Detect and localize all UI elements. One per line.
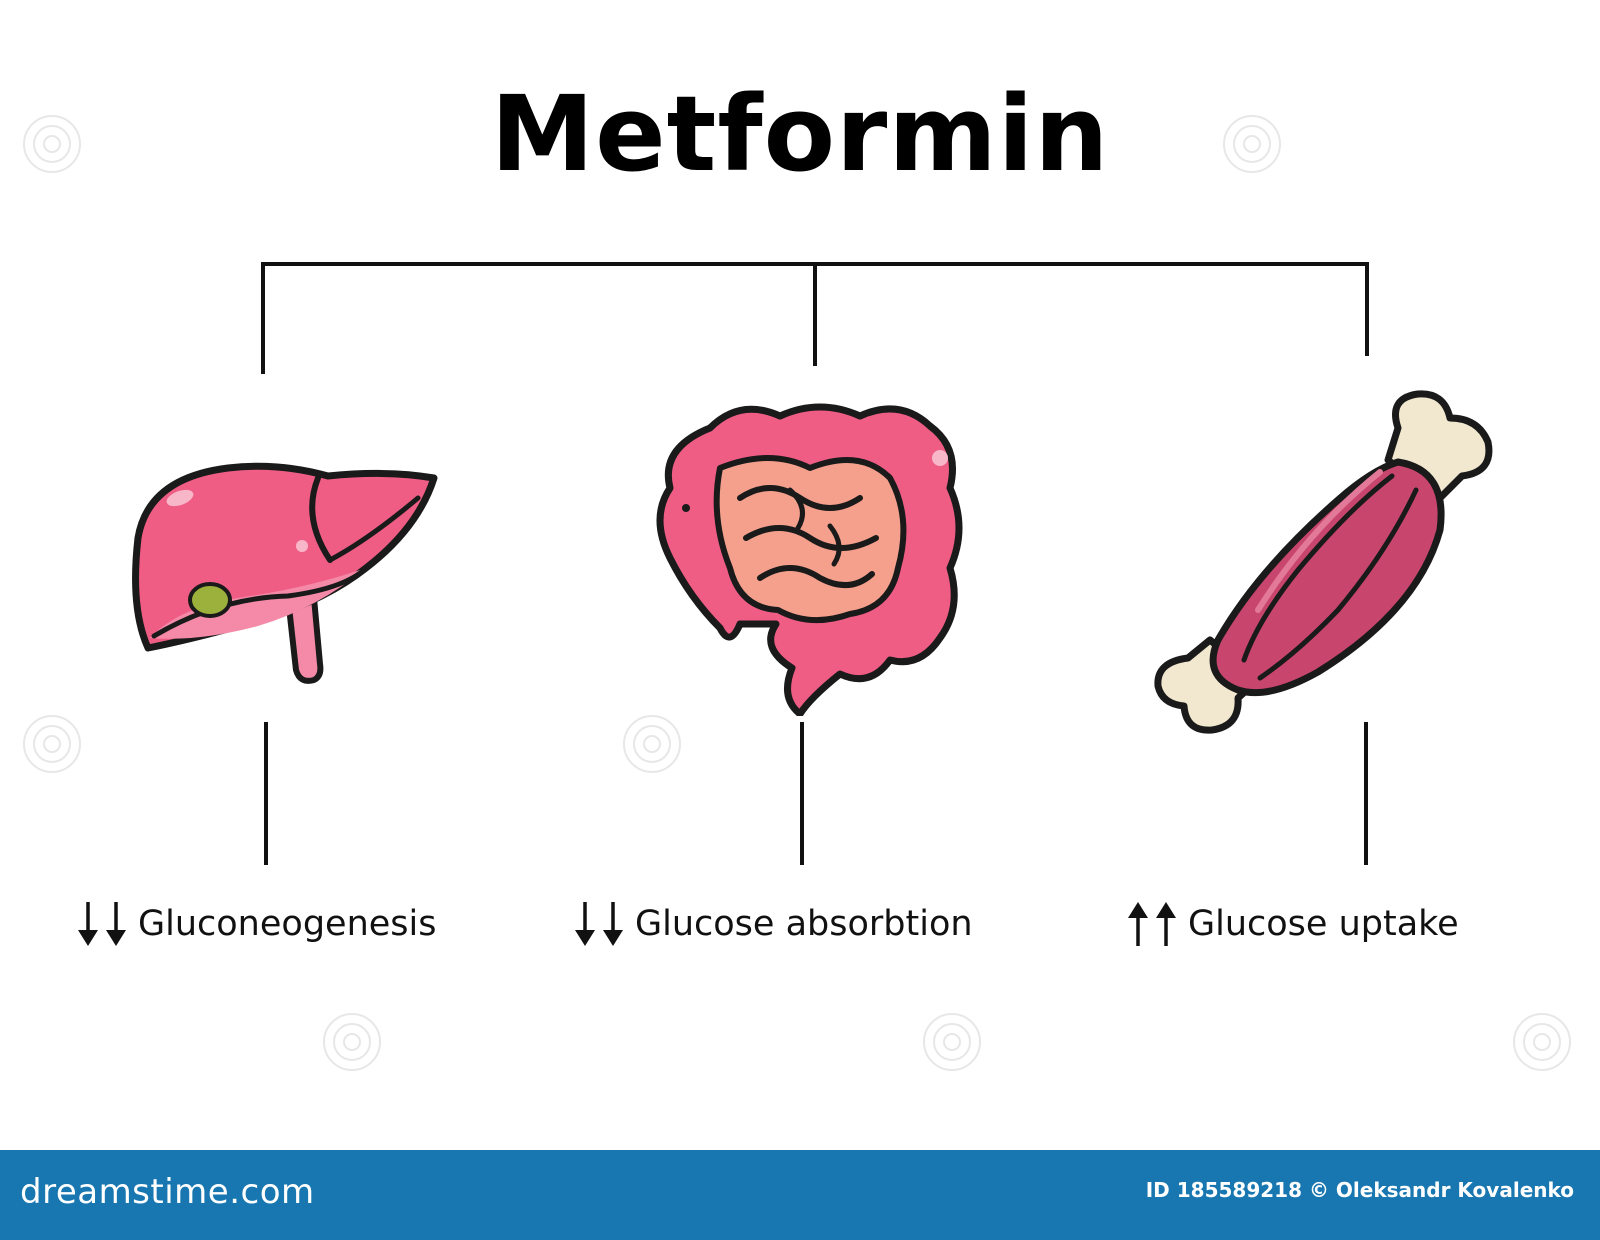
effect-label: Glucose absorbtion [635, 904, 973, 944]
watermark-icon [23, 715, 81, 773]
effect-glucose-uptake: Glucose uptake [1126, 896, 1459, 952]
watermark-icon [923, 1013, 981, 1071]
muscle-connector-line [1364, 722, 1368, 865]
diagram-title: Metformin [490, 73, 1110, 195]
liver-icon [132, 462, 438, 684]
effect-label: Glucose uptake [1188, 904, 1459, 944]
intestine-icon [656, 403, 963, 716]
bracket-center-drop [813, 262, 817, 366]
double-down-arrow-icon [76, 900, 128, 948]
footer-bar: dreamstime.com ID 185589218 © Oleksandr … [0, 1150, 1600, 1240]
effect-gluconeogenesis: Gluconeogenesis [76, 896, 436, 952]
double-up-arrow-icon [1126, 900, 1178, 948]
bracket-right-drop [1365, 262, 1369, 356]
intestine-connector-line [800, 722, 804, 865]
effect-label: Gluconeogenesis [138, 904, 437, 944]
footer-credit: ID 185589218 © Oleksandr Kovalenko [1145, 1178, 1574, 1202]
footer-brand[interactable]: dreamstime.com [20, 1172, 315, 1212]
watermark-icon [1513, 1013, 1571, 1071]
muscle-icon [1154, 390, 1493, 734]
liver-connector-line [264, 722, 268, 865]
double-down-arrow-icon [573, 900, 625, 948]
effect-glucose-absorbtion: Glucose absorbtion [573, 896, 973, 952]
watermark-icon [323, 1013, 381, 1071]
watermark-icon [623, 715, 681, 773]
bracket-left-drop [261, 262, 265, 374]
